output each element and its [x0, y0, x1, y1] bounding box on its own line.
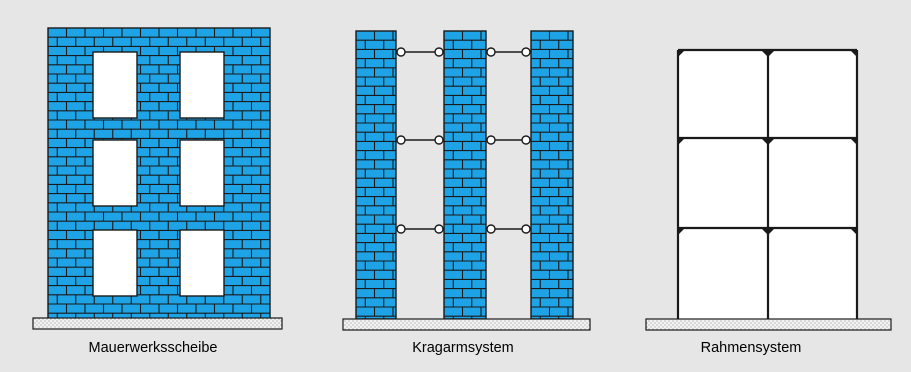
hinge-l1-1b	[434, 47, 444, 57]
masonry-pier-1-body	[355, 30, 397, 320]
rigid-joint-l3-right	[850, 228, 857, 235]
shear-wall-diagram	[32, 27, 283, 330]
rigid-joint-l1-left	[678, 50, 685, 57]
masonry-pier-3-mortar-joints	[531, 31, 573, 319]
hinge-l2-2b	[521, 135, 531, 145]
window-opening-r2-c1	[92, 139, 138, 207]
rigid-joint-l3-mid-b	[768, 228, 775, 235]
masonry-pier-3-body	[530, 30, 574, 320]
masonry-pier-2	[443, 30, 487, 320]
hinge-l2-1a	[396, 135, 406, 145]
hinge-l3-2a	[486, 224, 496, 234]
window-opening-r1-c1	[92, 51, 138, 119]
window-opening-r3-c1	[92, 229, 138, 297]
rigid-joint-l1-mid-a	[761, 50, 768, 57]
masonry-pier-2-body	[443, 30, 487, 320]
rigid-joint-l3-mid-a	[761, 228, 768, 235]
hinge-l1-2b	[521, 47, 531, 57]
shear-wall-masonry-mortar-joints	[48, 28, 270, 319]
masonry-pier-3	[530, 30, 574, 320]
masonry-pier-1-mortar-joints	[356, 31, 396, 319]
hinge-l1-2a	[486, 47, 496, 57]
hinge-l1-1a	[396, 47, 406, 57]
window-opening-r2-c2	[179, 139, 225, 207]
shear-wall-masonry	[47, 27, 271, 320]
caption-frame-system: Rahmensystem	[700, 340, 802, 356]
rigid-joint-l1-right	[850, 50, 857, 57]
hinge-l3-2b	[521, 224, 531, 234]
rigid-joint-l2-mid-a	[761, 138, 768, 145]
hinge-l2-1b	[434, 135, 444, 145]
hinge-l3-1b	[434, 224, 444, 234]
masonry-pier-1	[355, 30, 397, 320]
window-opening-r1-c2	[179, 51, 225, 119]
hinge-l2-2a	[486, 135, 496, 145]
hinge-l3-1a	[396, 224, 406, 234]
masonry-pier-2-mortar-joints	[444, 31, 486, 319]
ground-strip-shear-wall	[32, 317, 283, 330]
rigid-joint-l2-left	[678, 138, 685, 145]
rigid-joint-l2-right	[850, 138, 857, 145]
caption-shear-wall: Mauerwerksscheibe	[88, 340, 218, 356]
window-opening-r3-c2	[179, 229, 225, 297]
ground-strip-frame	[645, 318, 892, 331]
rigid-joint-l2-mid-b	[768, 138, 775, 145]
frame-system-diagram	[645, 48, 892, 331]
ground-strip-cantilever	[342, 318, 591, 331]
cantilever-system-diagram	[342, 30, 591, 331]
rigid-joint-l1-mid-b	[768, 50, 775, 57]
caption-cantilever-system: Kragarmsystem	[412, 340, 514, 356]
rigid-joint-l3-left	[678, 228, 685, 235]
